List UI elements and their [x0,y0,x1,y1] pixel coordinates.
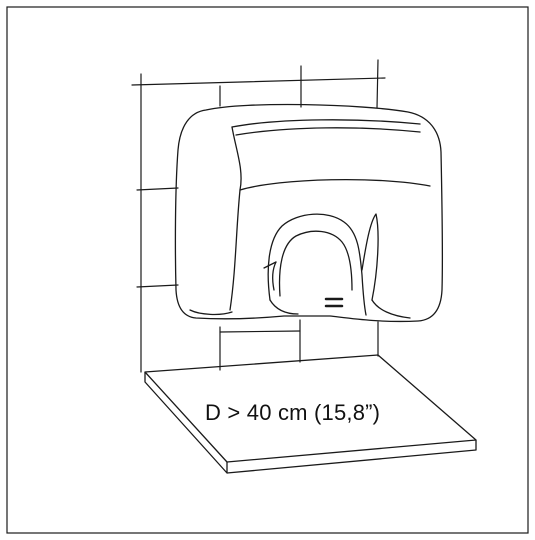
distance-label: D > 40 cm (15,8”) [205,400,381,425]
hand-dryer-icon [174,103,444,323]
wall-tile-grid-icon [131,59,386,373]
diagram-border [6,6,529,534]
floor-shelf-icon [144,354,477,474]
